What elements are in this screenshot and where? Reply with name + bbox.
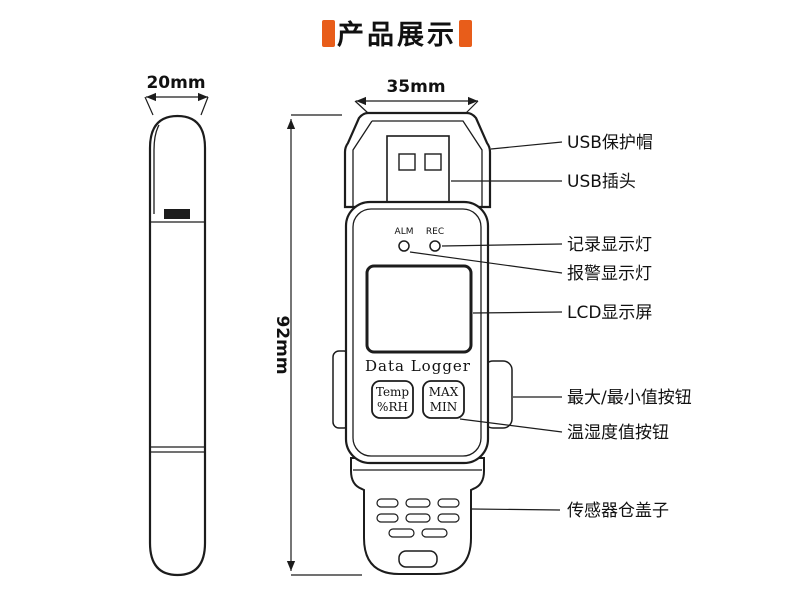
maxmin-button-line2: MIN <box>430 400 458 414</box>
leader-alarm-led <box>409 251 563 274</box>
title-accent-left <box>322 20 335 47</box>
maxmin-button-line1: MAX <box>429 385 459 399</box>
page-title: 产品展示 <box>337 20 457 51</box>
temp-rh-button <box>371 380 414 419</box>
side-view-drawing <box>148 114 207 577</box>
leader-lcd <box>472 311 563 314</box>
dimension-92mm: 92mm <box>272 114 362 576</box>
brand-label: Data Logger <box>365 357 471 375</box>
max-min-button <box>422 380 465 419</box>
callout-lcd: LCD显示屏 <box>567 303 652 323</box>
title-accent-right <box>459 20 472 47</box>
leader-record-led <box>441 243 563 247</box>
vent-slots <box>376 498 460 538</box>
side-view-outline <box>148 114 207 577</box>
dim-20mm-label: 20mm <box>146 73 205 93</box>
temp-button-line2: %RH <box>377 400 408 414</box>
callout-alarm-led: 报警显示灯 <box>567 264 652 284</box>
front-view-drawing: ALM REC Data Logger Temp %RH MAX MIN <box>332 111 513 575</box>
callout-sensor-cover: 传感器仓盖子 <box>567 501 669 521</box>
bottom-notch <box>398 550 438 568</box>
side-view-cap-contour <box>153 124 160 214</box>
dim-35mm-label: 35mm <box>386 77 445 97</box>
callouts: USB保护帽 USB插头 记录显示灯 报警显示灯 LCD显示屏 最大/最小值按钮… <box>409 133 692 521</box>
usb-plug-contact-left <box>398 153 416 171</box>
dimension-35mm: 35mm <box>354 77 479 114</box>
callout-usb-cap: USB保护帽 <box>567 133 653 153</box>
record-led <box>429 240 441 252</box>
callout-record-led: 记录显示灯 <box>567 235 652 255</box>
temp-button-line1: Temp <box>376 385 410 399</box>
leader-usb-cap <box>490 141 563 150</box>
leader-sensor-cover <box>471 508 561 511</box>
rec-label: REC <box>426 227 444 237</box>
usb-plug-contact-right <box>424 153 442 171</box>
callout-max-min-button: 最大/最小值按钮 <box>567 388 692 408</box>
alarm-led <box>398 240 410 252</box>
title-bar: 产品展示 <box>322 20 472 51</box>
lcd-screen <box>365 264 473 354</box>
usb-cap-inner-line <box>352 120 483 206</box>
callout-usb-plug: USB插头 <box>567 172 636 192</box>
device-body-inner <box>352 208 482 457</box>
alm-label: ALM <box>395 227 414 237</box>
dimension-20mm: 20mm <box>144 73 209 116</box>
side-view-usb-slot <box>164 209 190 219</box>
callout-temp-rh-button: 温湿度值按钮 <box>567 423 669 443</box>
leader-temp-rh-button <box>459 418 563 433</box>
dim-92mm-label: 92mm <box>272 315 292 374</box>
